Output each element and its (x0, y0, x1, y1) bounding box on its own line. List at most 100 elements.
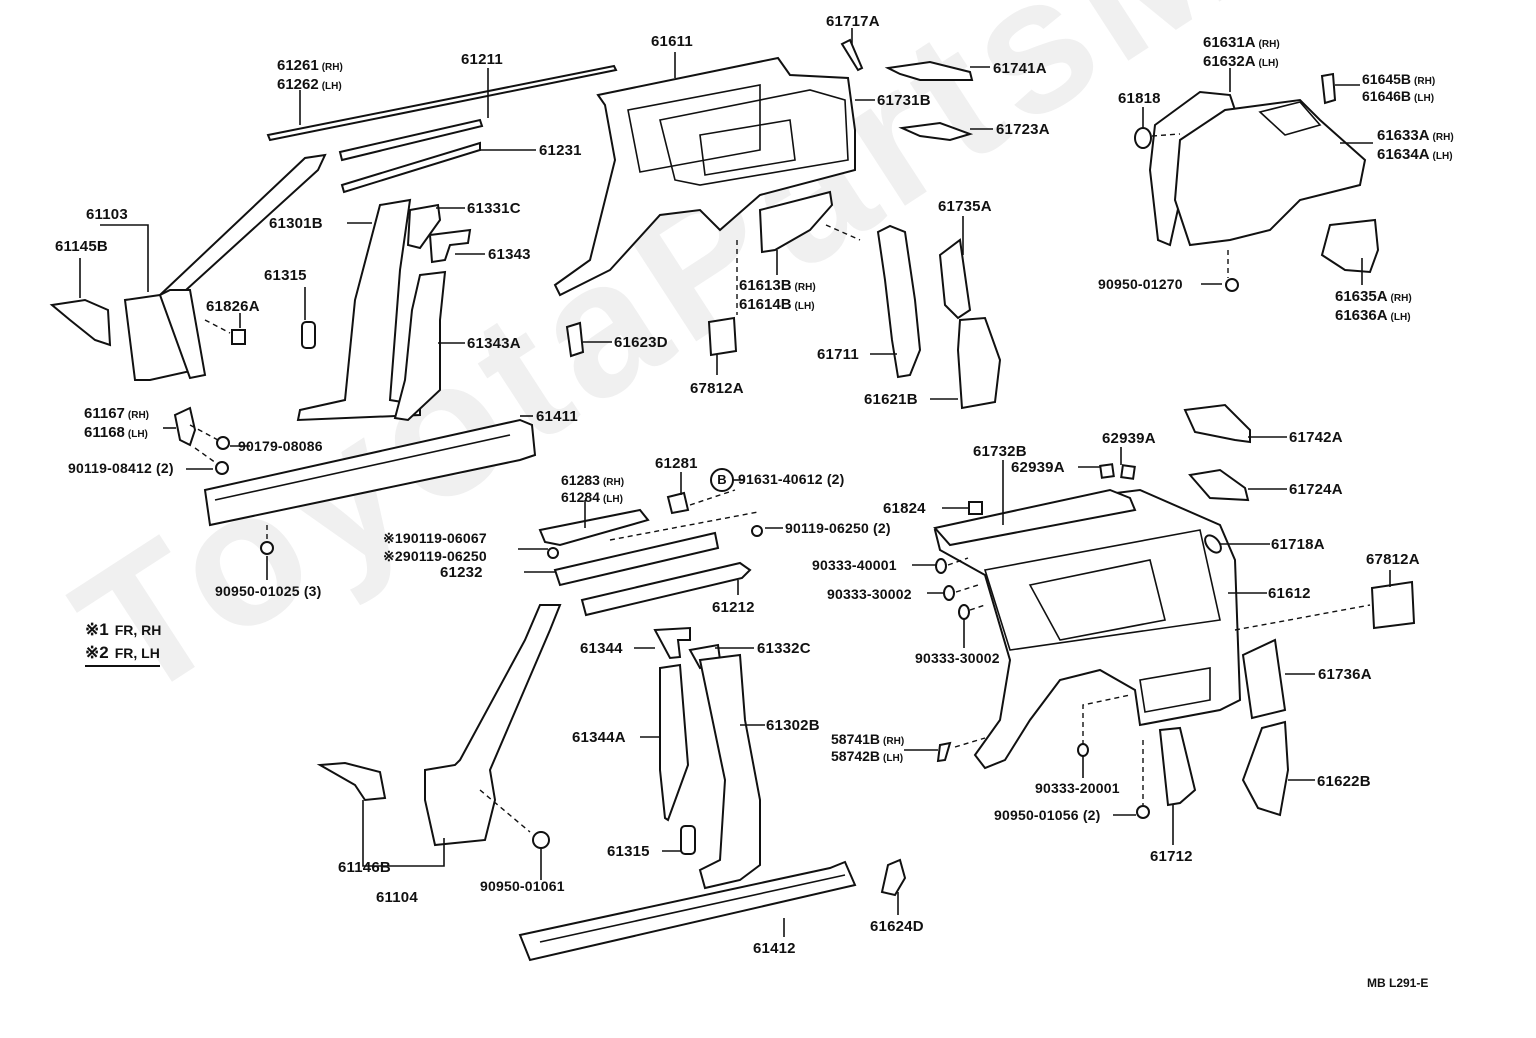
label-61301B: 61301B (269, 215, 323, 232)
nut-90179[interactable] (216, 436, 230, 450)
nut-90950-01061[interactable] (532, 831, 550, 849)
label-61281: 61281 (655, 455, 698, 472)
label-61331C: 61331C (467, 200, 521, 217)
part-61742A-panel[interactable] (1183, 403, 1251, 444)
part-61343A-center-pillar-inner[interactable] (393, 270, 447, 422)
part-number: 90119-06250 (402, 548, 487, 564)
label-61315-lower: 61315 (607, 843, 650, 860)
label-61612: 61612 (1268, 585, 1311, 602)
part-61635A-bracket[interactable] (1320, 218, 1380, 274)
label-61732B: 61732B (973, 443, 1027, 460)
part-number: 58741B (831, 731, 881, 747)
side-tag: (LH) (127, 429, 148, 440)
nut-90950-01056[interactable] (1136, 805, 1150, 819)
label-61283-61284: 61283(RH) 61284(LH) (561, 473, 624, 507)
part-61302B-outer-pillar[interactable] (698, 653, 761, 890)
part-number: 90119-06067 (402, 530, 487, 546)
part-61612-quarter-panel[interactable] (933, 488, 1242, 770)
part-number: 58742B (831, 748, 881, 764)
label-61104: 61104 (376, 889, 418, 906)
part-61283-bracket[interactable] (538, 508, 650, 547)
part-61211-roof-rail[interactable] (338, 118, 484, 162)
label-61231: 61231 (539, 142, 582, 159)
part-61735A-brace[interactable] (938, 238, 972, 320)
part-61343-bracket[interactable] (428, 228, 472, 264)
part-61145B-bracket[interactable] (49, 298, 112, 347)
plug-90333-20001[interactable] (1077, 743, 1089, 757)
plug-90333-30002-b[interactable] (958, 604, 970, 620)
part-61732B-panel[interactable] (933, 488, 1137, 547)
part-58741B-moulding[interactable] (936, 741, 952, 763)
part-61261-drip-moulding[interactable] (266, 64, 618, 142)
plug-90333-40001[interactable] (935, 558, 947, 574)
part-61103-front-pillar[interactable] (123, 153, 327, 381)
part-61712-brace[interactable] (1158, 726, 1197, 807)
part-61611-quarter-panel[interactable] (553, 56, 856, 297)
part-67812A-cover-top[interactable] (707, 316, 738, 357)
label-61826A: 61826A (206, 298, 260, 315)
part-61623D-bracket[interactable] (565, 321, 585, 358)
part-61104-front-pillar-lower[interactable] (424, 604, 562, 847)
part-61315-plate-lower[interactable] (680, 825, 696, 855)
label-61624D: 61624D (870, 918, 924, 935)
nut-90950-01025[interactable] (260, 541, 274, 555)
part-61167-bracket[interactable] (173, 406, 197, 447)
side-tag: (LH) (1258, 58, 1279, 69)
part-61613B-brace[interactable] (758, 190, 834, 254)
part-61711-quarter-inner-pillar[interactable] (876, 224, 922, 379)
label-90333-30002-b: 90333-30002 (915, 650, 1000, 666)
part-number: 61635A (1335, 288, 1388, 305)
part-61146B-bracket[interactable] (316, 761, 387, 802)
part-61633A-wheel-house-inner[interactable] (1173, 98, 1367, 247)
label-61611: 61611 (651, 33, 693, 50)
note-mark: ※1 (85, 620, 109, 639)
label-61623D: 61623D (614, 334, 668, 351)
part-61818-plug[interactable] (1134, 127, 1152, 149)
side-tag: (RH) (321, 62, 343, 73)
label-61622B: 61622B (1317, 773, 1371, 790)
label-61332C: 61332C (757, 640, 811, 657)
label-61212: 61212 (712, 599, 755, 616)
part-61212-rail[interactable] (580, 561, 752, 617)
part-61622B-panel[interactable] (1241, 720, 1290, 817)
part-61718A-plug[interactable] (1202, 532, 1224, 555)
label-90119-06250-b: 90119-06250 (2) (785, 520, 891, 536)
bolt-90119-08412[interactable] (215, 461, 229, 475)
part-61344-bracket[interactable] (653, 626, 691, 660)
part-62939A-pad-a[interactable] (1099, 463, 1115, 479)
part-61736A-panel[interactable] (1241, 638, 1287, 720)
bolt-90119-06250[interactable] (751, 525, 763, 537)
label-61731B: 61731B (877, 92, 931, 109)
bolt-90119-06067[interactable] (547, 547, 559, 559)
part-61826A-pad[interactable] (231, 329, 246, 345)
part-number: 61633A (1377, 127, 1430, 144)
part-61724A-panel[interactable] (1188, 468, 1250, 502)
part-61412-rocker-panel[interactable] (518, 860, 857, 962)
part-62939A-pad-b[interactable] (1120, 464, 1136, 480)
part-67812A-cover-right[interactable] (1370, 580, 1416, 630)
part-number: 91631-40612 (2) (738, 471, 845, 487)
part-61645B-bracket[interactable] (1320, 72, 1337, 105)
part-61824-pad[interactable] (968, 501, 983, 515)
part-61624D-bracket[interactable] (880, 858, 907, 897)
part-61411-rocker-panel[interactable] (203, 418, 537, 527)
side-tag: (LH) (794, 301, 815, 312)
plug-90333-30002-a[interactable] (943, 585, 955, 601)
part-number: 61614B (739, 296, 792, 313)
label-61735A: 61735A (938, 198, 992, 215)
part-61723A-panel[interactable] (898, 121, 974, 142)
part-61315-plate[interactable] (301, 321, 316, 349)
part-61301B-center-pillar-outer[interactable] (296, 198, 421, 422)
part-61344A-inner-pillar[interactable] (659, 663, 690, 822)
part-61232-rail[interactable] (553, 531, 720, 587)
part-61621B-panel[interactable] (956, 316, 1002, 410)
part-61717A-bracket[interactable] (840, 38, 864, 72)
label-90333-40001: 90333-40001 (812, 557, 897, 573)
part-61281-bracket[interactable] (666, 491, 690, 515)
part-number: 61636A (1335, 307, 1388, 324)
part-61741A-panel[interactable] (884, 60, 974, 81)
label-58741B-58742B: 58741B(RH) 58742B(LH) (831, 732, 904, 766)
side-tag: (RH) (1432, 132, 1454, 143)
label-61167-61168: 61167(RH) 61168(LH) (84, 405, 149, 443)
clip-90950-01270[interactable] (1225, 278, 1239, 292)
